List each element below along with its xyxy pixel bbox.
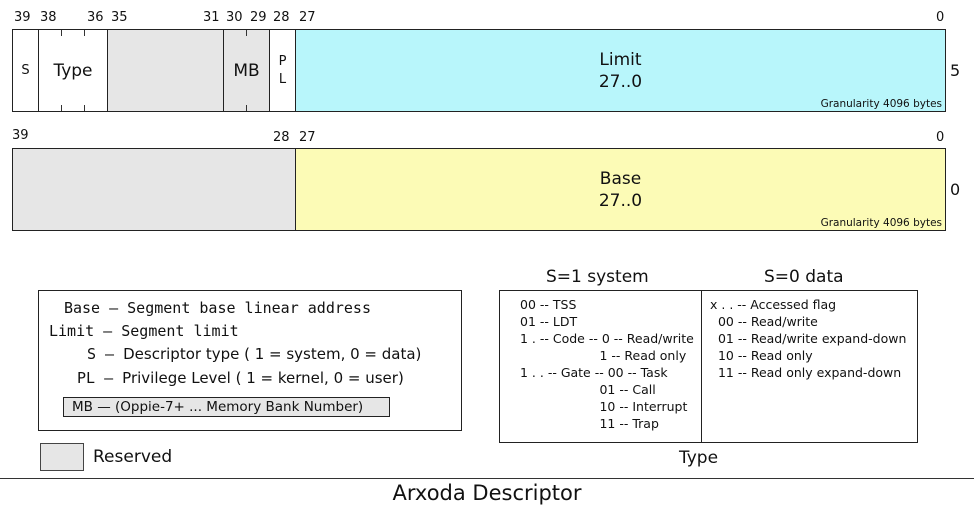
legend-line-s: S — Descriptor type ( 1 = system, 0 = da… bbox=[87, 345, 422, 363]
system-type-line: 01 -- LDT bbox=[520, 314, 578, 329]
bit-27-label: 27 bbox=[299, 130, 316, 145]
bit-36-label: 36 bbox=[87, 10, 104, 25]
bit-30-label: 30 bbox=[226, 10, 243, 25]
descriptor-row-limit: S Type MB P L Limit 27..0 Granularity 40… bbox=[12, 29, 946, 112]
limit-field: Limit 27..0 Granularity 4096 bytes bbox=[296, 30, 945, 111]
descriptor-row-base: Base 27..0 Granularity 4096 bytes bbox=[12, 148, 946, 231]
reserved-field bbox=[108, 30, 224, 111]
data-types: x . . -- Accessed flag 00 -- Read/write … bbox=[710, 296, 906, 381]
bit-28-label: 28 bbox=[273, 130, 290, 145]
bit-tick bbox=[61, 30, 62, 36]
data-type-line: 00 -- Read/write bbox=[710, 314, 818, 329]
system-type-line: 01 -- Call bbox=[520, 382, 656, 397]
bit-tick bbox=[61, 105, 62, 111]
row-index-5: 5 bbox=[950, 61, 961, 80]
bit-39-label: 39 bbox=[12, 128, 29, 143]
header-data: S=0 data bbox=[764, 267, 844, 287]
data-type-line: 11 -- Read only expand-down bbox=[710, 365, 902, 380]
type-caption: Type bbox=[679, 448, 719, 468]
system-type-line: 1 -- Read only bbox=[520, 348, 687, 363]
mb-field: MB bbox=[224, 30, 270, 111]
s-field-label: S bbox=[21, 63, 30, 78]
base-range: 27..0 bbox=[598, 190, 643, 211]
reserved-swatch bbox=[40, 443, 84, 471]
system-types: 00 -- TSS 01 -- LDT 1 . -- Code -- 0 -- Re… bbox=[520, 296, 694, 432]
system-type-line: 10 -- Interrupt bbox=[520, 399, 688, 414]
legend-line-base: Base — Segment base linear address bbox=[63, 299, 371, 317]
bit-35-label: 35 bbox=[111, 10, 128, 25]
type-table: 00 -- TSS 01 -- LDT 1 . -- Code -- 0 -- Re… bbox=[499, 290, 918, 443]
bit-0-label: 0 bbox=[936, 130, 945, 145]
legend-mb-line: MB — (Oppie-7+ ... Memory Bank Number) bbox=[63, 397, 390, 417]
reserved-label: Reserved bbox=[93, 447, 173, 467]
base-title: Base bbox=[599, 168, 642, 189]
type-table-divider bbox=[701, 291, 702, 442]
bit-tick bbox=[246, 30, 247, 36]
data-type-line: x . . -- Accessed flag bbox=[710, 297, 837, 312]
pl-field-label: P L bbox=[278, 53, 287, 87]
header-system: S=1 system bbox=[546, 267, 649, 287]
bit-29-label: 29 bbox=[250, 10, 267, 25]
row-index-0: 0 bbox=[950, 180, 961, 199]
bit-tick bbox=[84, 105, 85, 111]
legend-line-limit: Limit — Segment limit bbox=[49, 322, 239, 340]
type-field-label: Type bbox=[53, 60, 93, 81]
bit-27-label: 27 bbox=[299, 10, 316, 25]
bit-38-label: 38 bbox=[40, 10, 57, 25]
bit-28-label: 28 bbox=[273, 10, 290, 25]
bit-0-label: 0 bbox=[936, 10, 945, 25]
pl-field: P L bbox=[270, 30, 296, 111]
system-type-line: 00 -- TSS bbox=[520, 297, 577, 312]
limit-title: Limit bbox=[599, 49, 642, 70]
base-granularity: Granularity 4096 bytes bbox=[820, 217, 942, 229]
bit-39-label: 39 bbox=[14, 10, 31, 25]
system-type-line: 11 -- Trap bbox=[520, 416, 659, 431]
system-type-line: 1 . -- Code -- 0 -- Read/write bbox=[520, 331, 694, 346]
footer-rule bbox=[0, 478, 974, 479]
bit-31-label: 31 bbox=[203, 10, 220, 25]
base-field: Base 27..0 Granularity 4096 bytes bbox=[296, 149, 945, 230]
legend-line-pl: PL — Privilege Level ( 1 = kernel, 0 = u… bbox=[77, 369, 404, 387]
limit-range: 27..0 bbox=[598, 71, 643, 92]
reserved-field bbox=[13, 149, 296, 230]
system-type-line: 1 . . -- Gate -- 00 -- Task bbox=[520, 365, 668, 380]
data-type-line: 01 -- Read/write expand-down bbox=[710, 331, 907, 346]
mb-field-label: MB bbox=[233, 60, 260, 81]
limit-granularity: Granularity 4096 bytes bbox=[820, 98, 942, 110]
legend-box: Base — Segment base linear address Limit… bbox=[38, 290, 462, 431]
data-type-line: 10 -- Read only bbox=[710, 348, 813, 363]
bit-tick bbox=[246, 105, 247, 111]
s-field: S bbox=[13, 30, 39, 111]
type-field: Type bbox=[39, 30, 108, 111]
diagram-title: Arxoda Descriptor bbox=[392, 481, 582, 505]
bit-tick bbox=[84, 30, 85, 36]
